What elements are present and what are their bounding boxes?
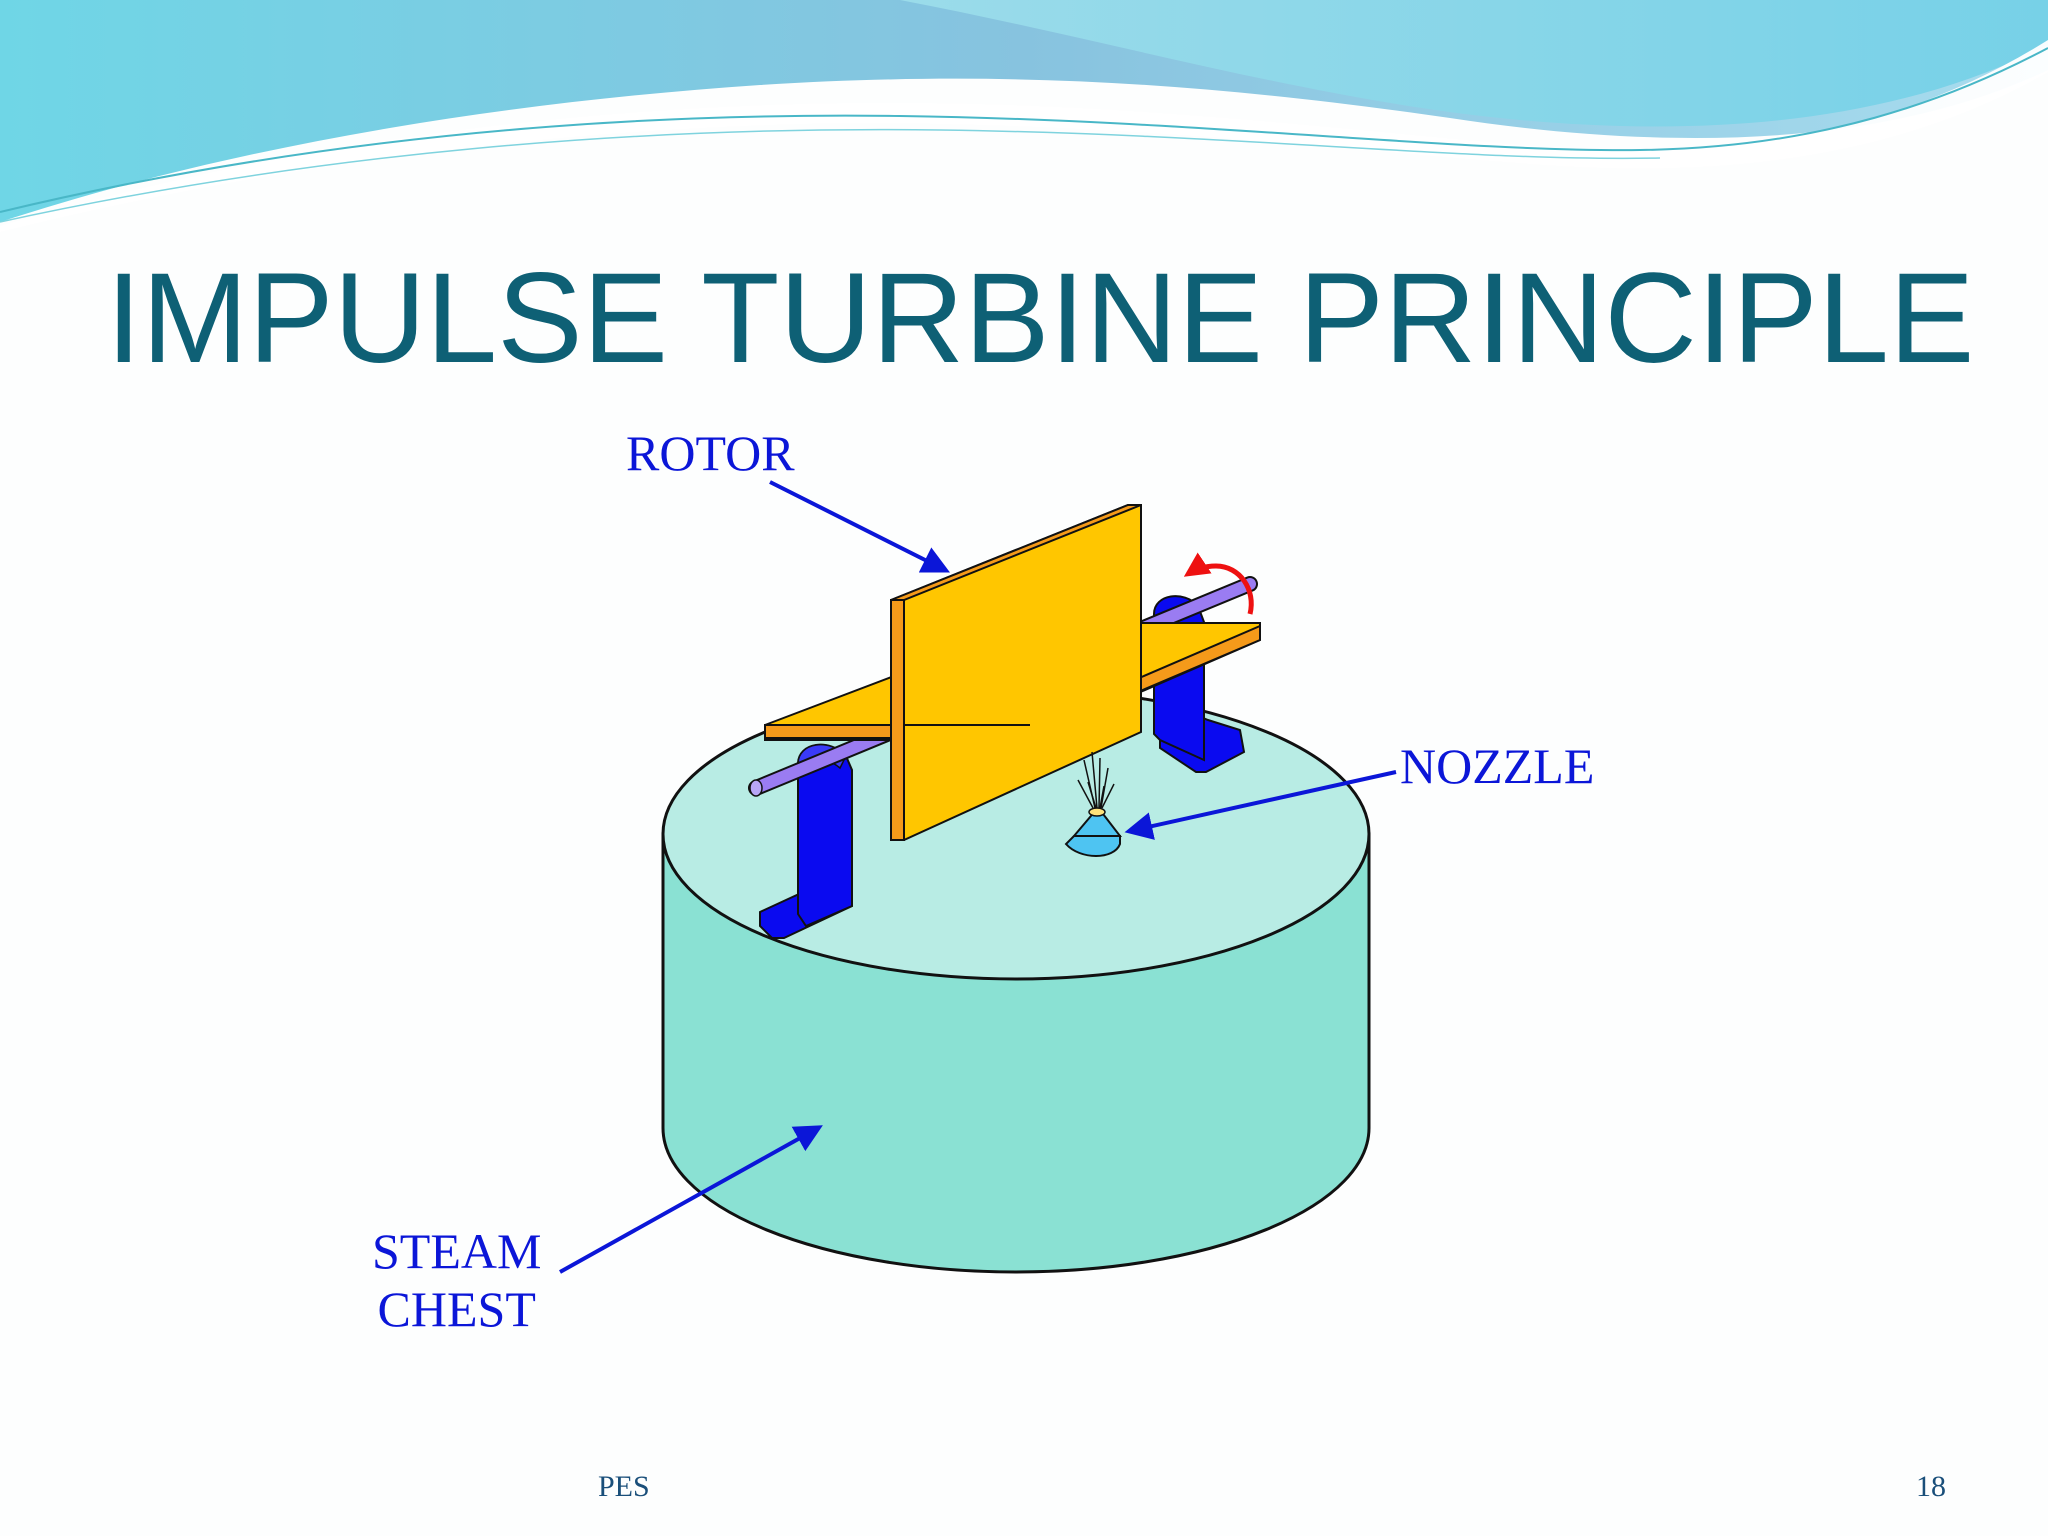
callout-arrows [559, 480, 1397, 1274]
rotor [764, 504, 1261, 841]
rotor-label: ROTOR [626, 425, 795, 481]
nozzle [1064, 751, 1123, 857]
rotation-arrow [1183, 552, 1254, 615]
steam-chest-label-line2: CHEST [377, 1281, 536, 1337]
steam-chest-label: STEAM CHEST [372, 1222, 541, 1338]
steam-chest-arrow [559, 1125, 823, 1274]
page-number: 18 [1916, 1470, 1946, 1503]
rotor-arrow [769, 480, 951, 573]
steam-jet [1077, 751, 1115, 809]
footer-text: PES [598, 1470, 650, 1503]
header-wave-decoration [0, 0, 2048, 232]
slide-title: IMPULSE TURBINE PRINCIPLE [106, 247, 1975, 390]
nozzle-arrow [1124, 770, 1397, 840]
steam-chest-label-line1: STEAM [372, 1223, 542, 1279]
nozzle-label: NOZZLE [1400, 738, 1595, 794]
